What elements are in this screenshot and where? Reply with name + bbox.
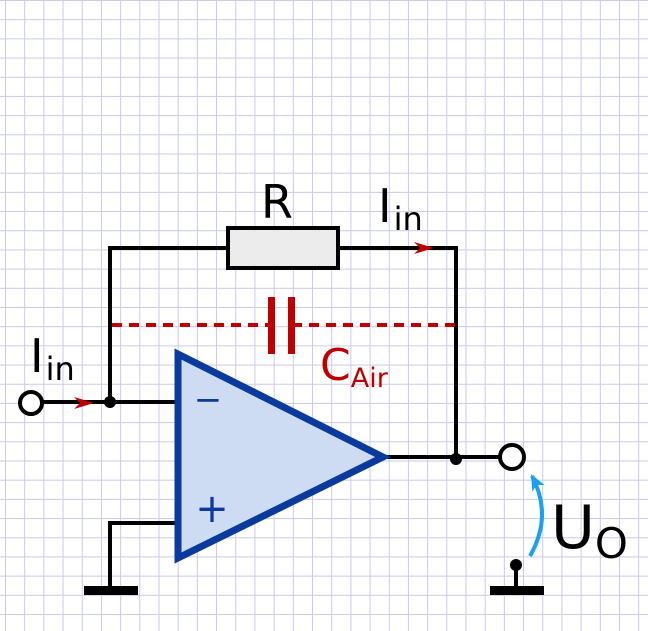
input-terminal[interactable] — [18, 390, 44, 416]
inverting-input-symbol: − — [194, 380, 223, 420]
output-terminal[interactable] — [498, 443, 526, 471]
noninverting-ground-wire — [108, 521, 180, 590]
capacitor-label: CAir — [320, 340, 389, 394]
output-junction-dot — [450, 453, 462, 465]
output-ground-dot — [510, 559, 522, 571]
parasitic-capacitor — [112, 297, 456, 354]
capacitor-plate-right — [288, 297, 295, 354]
ground-right — [490, 474, 545, 595]
feedback-wire-left — [108, 246, 228, 402]
ground-symbol-left — [84, 586, 138, 595]
input-section — [18, 390, 180, 416]
ground-left — [84, 521, 180, 595]
opamp: − + — [174, 348, 391, 564]
capacitor-plate-left — [268, 297, 275, 354]
resistor-label: R — [261, 175, 293, 229]
current-label-top: Iin — [378, 179, 423, 238]
opamp-triangle — [174, 348, 391, 564]
output-section — [383, 443, 526, 471]
current-label-left: Iin — [30, 329, 75, 388]
feedback-wire-right — [338, 246, 458, 460]
resistor — [226, 226, 340, 270]
output-voltage-label: UO — [551, 493, 628, 568]
input-junction-dot — [104, 396, 116, 408]
ground-symbol-right — [490, 586, 544, 595]
voltage-arrow — [528, 474, 545, 557]
noninverting-input-symbol: + — [195, 486, 229, 532]
feedback-loop — [108, 226, 458, 460]
